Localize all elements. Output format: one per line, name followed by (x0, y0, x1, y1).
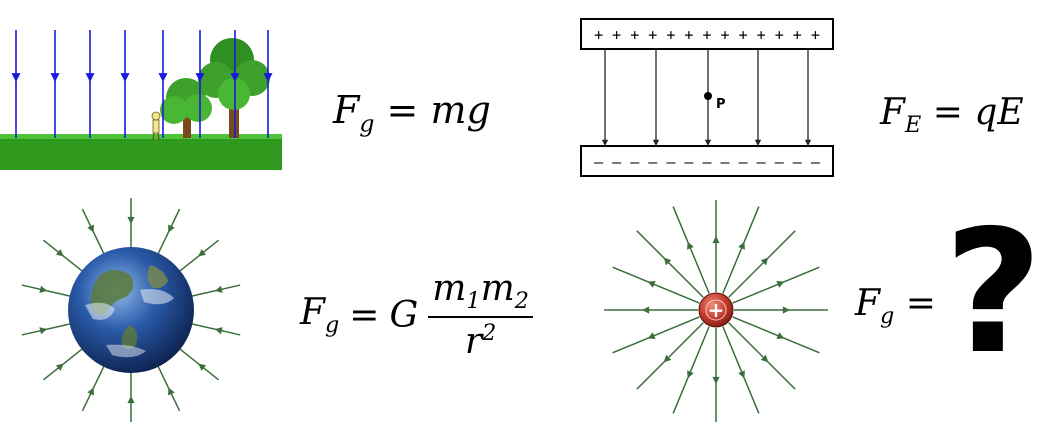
gravity-arrowhead (120, 73, 130, 82)
charge-field-line (672, 206, 710, 294)
gravity-radial-panel (10, 195, 260, 429)
charge-field-line (722, 206, 760, 294)
charge-arrowhead (760, 354, 769, 363)
earth-field-lines (21, 198, 241, 422)
point-p (704, 92, 712, 100)
plate-arrowhead (804, 139, 812, 146)
earth-icon (68, 247, 194, 373)
charge-arrowhead (712, 236, 720, 244)
earth-field-line (21, 284, 73, 298)
gravity-field-illustration (0, 30, 282, 170)
positive-plate-signs: + + + + + + + + + + + + + (594, 26, 820, 44)
charge-field-line (722, 326, 760, 414)
equation-electric-uniform: FE = qE (880, 92, 1024, 139)
unknown-question-mark: ? (944, 194, 1043, 392)
charge-arrowhead (738, 370, 745, 379)
parallel-plates-illustration: + + + + + + + + + + + + + – – – – – – – … (580, 18, 834, 177)
earth-arrowhead (87, 387, 94, 396)
gravity-arrowhead (11, 73, 21, 82)
gravity-arrowhead (230, 73, 240, 82)
earth-arrowhead (198, 363, 207, 371)
person-icon (151, 111, 161, 141)
point-p-label: P (716, 97, 726, 112)
charge-arrowhead (647, 332, 656, 339)
charge-sign: + (708, 298, 725, 322)
gravity-uniform-panel (0, 20, 285, 170)
gravity-arrowhead (263, 73, 273, 82)
earth-arrowhead (214, 327, 223, 335)
charge-field-line (612, 266, 700, 304)
ground (0, 136, 282, 170)
earth-arrowhead (87, 224, 94, 233)
point-charge-illustration: + (604, 200, 828, 422)
charge-field-line (612, 316, 700, 354)
charge-field-line (636, 230, 704, 298)
earth-arrowhead (39, 285, 48, 293)
charge-field-line (732, 266, 820, 304)
charge-arrowhead (663, 257, 672, 266)
negative-plate-signs: – – – – – – – – – – – – – (594, 153, 821, 171)
charge-arrowhead (738, 241, 745, 250)
positive-charge (698, 292, 734, 328)
earth-arrowhead (39, 327, 48, 335)
earth-arrowhead (168, 387, 175, 396)
tree-icon (160, 78, 212, 138)
equation-electric-radial: Fg = (855, 283, 936, 330)
charge-field-line (732, 316, 820, 354)
earth-arrowhead (214, 285, 223, 293)
earth-field-line (42, 239, 85, 274)
negative-plate (580, 145, 834, 177)
plate-arrowhead (754, 139, 762, 146)
charge-arrowhead (776, 332, 785, 339)
electric-radial-panel: + (598, 200, 842, 429)
tree-icon (198, 38, 270, 138)
electric-uniform-panel: + + + + + + + + + + + + + – – – – – – – … (578, 16, 838, 181)
earth-field-illustration (21, 198, 241, 422)
plate-arrowhead (601, 139, 609, 146)
earth-arrowhead (168, 224, 175, 233)
positive-plate (580, 18, 834, 50)
gravity-arrowhead (195, 73, 205, 82)
earth-arrowhead (55, 363, 64, 371)
gravity-arrowhead (50, 73, 60, 82)
charge-arrowhead (687, 370, 694, 379)
newton-gravity-fraction: m1m2 r2 (428, 268, 533, 362)
earth-arrowhead (127, 396, 135, 404)
equation-gravity-uniform: Fg = mg (333, 88, 491, 138)
charge-arrowhead (782, 306, 790, 314)
earth-field-line (21, 322, 73, 336)
charge-arrowhead (712, 376, 720, 384)
earth-arrowhead (55, 249, 64, 257)
charge-field-line (636, 322, 704, 390)
charge-arrowhead (776, 281, 785, 288)
gravity-arrowhead (85, 73, 95, 82)
charge-field-line (728, 322, 796, 390)
charge-field-line (672, 326, 710, 414)
plate-arrowhead (704, 139, 712, 146)
charge-arrowhead (642, 306, 650, 314)
charge-arrowhead (663, 354, 672, 363)
plate-arrowhead (652, 139, 660, 146)
charge-field-lines (604, 200, 828, 422)
earth-field-line (189, 322, 241, 336)
gravity-field-arrows (11, 30, 273, 138)
gravity-arrowhead (158, 73, 168, 82)
earth-field-line (177, 239, 220, 274)
charge-arrowhead (760, 257, 769, 266)
earth-arrowhead (198, 249, 207, 257)
equation-gravity-radial: Fg = G m1m2 r2 (300, 268, 533, 362)
charge-arrowhead (647, 281, 656, 288)
charge-field-line (728, 230, 796, 298)
charge-arrowhead (687, 241, 694, 250)
earth-arrowhead (127, 216, 135, 224)
